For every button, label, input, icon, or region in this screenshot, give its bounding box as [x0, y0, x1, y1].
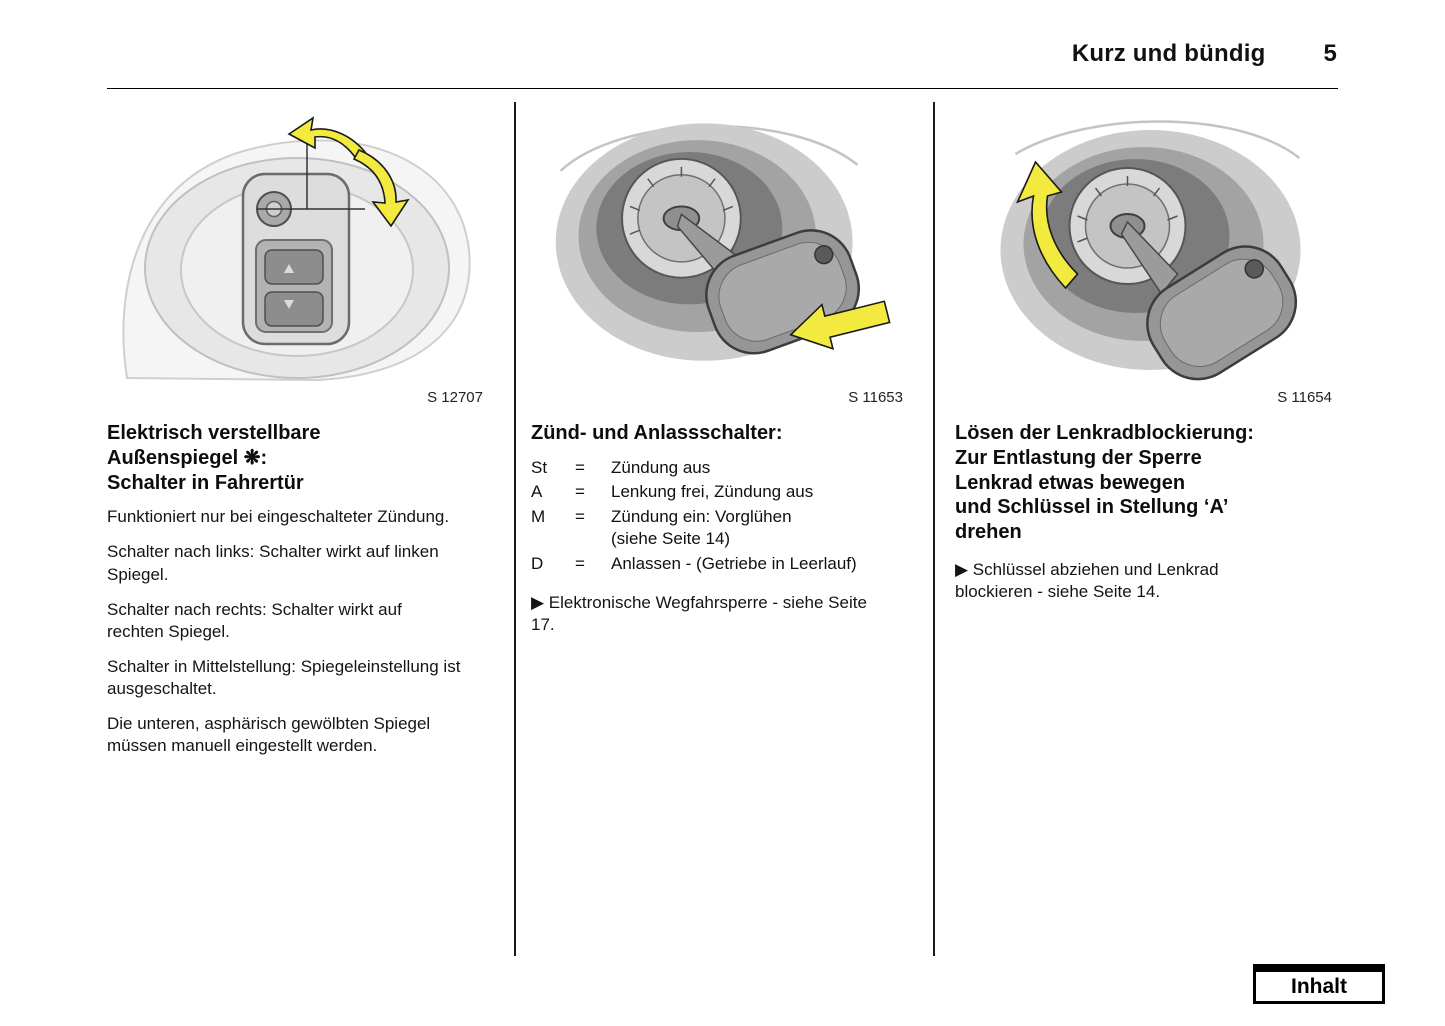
equals-sign: =	[575, 457, 585, 477]
ignition-key-illustration	[555, 123, 891, 361]
position-term: A	[531, 482, 543, 502]
heading-line: Lösen der Lenkradblockierung:	[955, 422, 1254, 444]
page-header: Kurz und bündig 5	[1072, 40, 1337, 68]
steering-lock-illustration	[1000, 120, 1301, 381]
section-heading-ignition: Zünd- und Anlassschalter:	[531, 421, 909, 446]
column-steering-lock: S 11654 Lösen der Lenkradblockierung: Zu…	[955, 102, 1338, 616]
ignition-position-list: St = Zündung aus A = Lenkung frei, Zündu…	[531, 457, 909, 575]
body-paragraph: Schalter nach rechts: Schalter wirkt auf…	[107, 599, 402, 641]
figure-steering-lock	[955, 110, 1338, 386]
figure-label-ignition: S 11653	[848, 389, 903, 406]
position-term: St	[531, 457, 548, 477]
section-heading-steering: Lösen der Lenkradblockierung: Zur Entlas…	[955, 421, 1338, 545]
heading-line: Elektrisch verstellbare	[107, 422, 321, 444]
body-paragraph: Funktioniert nur bei eingeschalteter Zün…	[107, 507, 450, 527]
position-term: D	[531, 553, 544, 573]
body-paragraph: Schalter in Mittelstellung: Spiegeleinst…	[107, 656, 461, 698]
heading-line: Außenspiegel ❋:	[107, 446, 268, 469]
chapter-title: Kurz und bündig	[1071, 40, 1266, 67]
equals-sign: =	[575, 506, 585, 526]
column-mirror: S 12707 Elektrisch verstellbare Außenspi…	[107, 102, 489, 770]
heading-line: Lenkrad etwas bewegen	[955, 471, 1186, 494]
inhalt-button[interactable]: Inhalt	[1253, 964, 1385, 1004]
figure-mirror-switch	[107, 110, 489, 386]
section-heading-mirror: Elektrisch verstellbare Außenspiegel ❋: …	[107, 421, 489, 495]
figure-label-mirror: S 12707	[427, 389, 483, 406]
note-steering: ▶ Schlüssel abziehen und Lenkrad blockie…	[955, 559, 1219, 602]
position-definition: Lenkung frei, Zündung aus	[611, 482, 814, 502]
body-paragraph: Die unteren, asphärisch gewölbten Spiege…	[107, 714, 431, 756]
position-term: M	[531, 506, 546, 526]
heading-line: Schalter in Fahrertür	[107, 471, 304, 494]
position-definition: Anlassen - (Getriebe in Leerlauf)	[611, 553, 857, 573]
page-number: 5	[1323, 40, 1337, 67]
heading-line: und Schlüssel in Stellung ‘A’	[955, 496, 1229, 519]
position-definition: Zündung aus	[611, 457, 711, 477]
heading-line: Zur Entlastung der Sperre	[955, 446, 1202, 469]
column-divider-1	[514, 102, 516, 956]
equals-sign: =	[575, 482, 585, 502]
position-row: M = Zündung ein: Vorglühen (siehe Seite …	[531, 506, 909, 551]
heading-line: drehen	[955, 521, 1022, 544]
note-immobilizer: ▶ Elektronische Wegfahrsperre - siehe Se…	[531, 592, 867, 635]
position-definition: Zündung ein: Vorglühen (siehe Seite 14)	[611, 506, 792, 549]
position-row: A = Lenkung frei, Zündung aus	[531, 481, 909, 503]
figure-ignition	[531, 110, 909, 386]
column-ignition: S 11653 Zünd- und Anlassschalter: St = Z…	[531, 102, 909, 649]
header-rule	[107, 88, 1338, 89]
position-row: D = Anlassen - (Getriebe in Leerlauf)	[531, 553, 909, 575]
figure-label-steering: S 11654	[1277, 389, 1332, 406]
heading-line: Zünd- und Anlassschalter:	[531, 422, 783, 444]
body-paragraph: Schalter nach links: Schalter wirkt auf …	[107, 542, 439, 584]
equals-sign: =	[575, 553, 585, 573]
mirror-switch-illustration	[122, 116, 471, 382]
position-row: St = Zündung aus	[531, 457, 909, 479]
column-divider-2	[933, 102, 935, 956]
